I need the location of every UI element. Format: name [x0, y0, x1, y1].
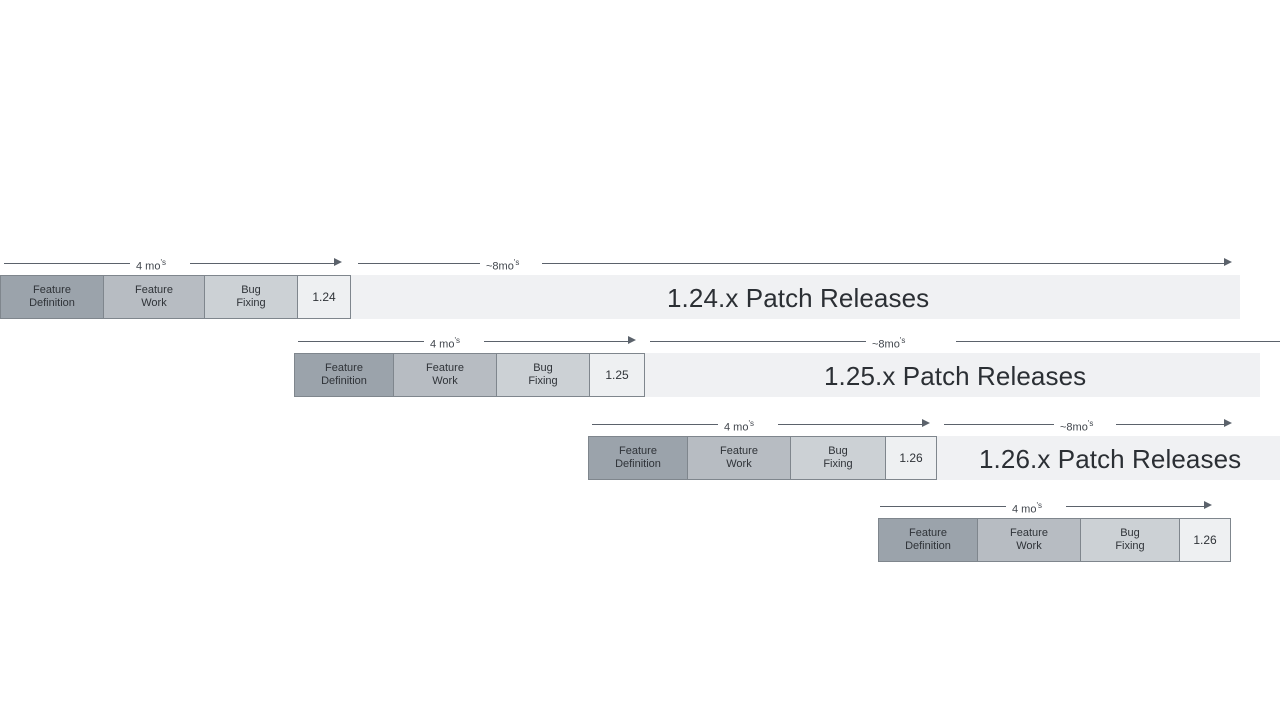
duration-label-patch-126: ~8mo's — [1060, 419, 1094, 434]
phase-version-box-124[interactable]: 1.24 — [297, 275, 351, 319]
patch-release-label-125: 1.25.x Patch Releases — [824, 361, 1087, 391]
patch-release-label-126: 1.26.x Patch Releases — [979, 444, 1242, 474]
phase-strip-125: Feature Definition Feature Work Bug Fixi… — [294, 353, 645, 397]
arrow-head-icon — [628, 336, 636, 344]
arrow-head-icon — [1224, 419, 1232, 427]
measure-line-left — [650, 341, 866, 342]
duration-label-dev-127: 4 mo's — [1012, 501, 1042, 516]
phase-feature-work-124[interactable]: Feature Work — [103, 275, 205, 319]
phase-strip-124: Feature Definition Feature Work Bug Fixi… — [0, 275, 351, 319]
duration-label-patch-125: ~8mo's — [872, 336, 906, 351]
duration-label-dev-124: 4 mo's — [136, 258, 166, 273]
measure-line-left — [358, 263, 480, 264]
measure-line-right — [484, 341, 630, 342]
phase-version-box-127[interactable]: 1.26 — [1179, 518, 1231, 562]
phase-feature-work-127[interactable]: Feature Work — [977, 518, 1081, 562]
phase-version-box-126[interactable]: 1.26 — [885, 436, 937, 480]
measure-line-left — [880, 506, 1006, 507]
duration-arrow-patch-126: ~8mo's — [944, 416, 1236, 434]
duration-arrow-dev-126: 4 mo's — [592, 416, 932, 434]
duration-arrow-dev-124: 4 mo's — [4, 255, 344, 273]
phase-strip-126: Feature Definition Feature Work Bug Fixi… — [588, 436, 937, 480]
phase-bug-fixing-126[interactable]: Bug Fixing — [790, 436, 886, 480]
arrow-head-icon — [1224, 258, 1232, 266]
duration-arrow-patch-124: ~8mo's — [358, 255, 1236, 273]
phase-strip-127: Feature Definition Feature Work Bug Fixi… — [878, 518, 1231, 562]
measure-line-right — [542, 263, 1228, 264]
phase-feature-definition-125[interactable]: Feature Definition — [294, 353, 394, 397]
phase-bug-fixing-127[interactable]: Bug Fixing — [1080, 518, 1180, 562]
phase-feature-work-126[interactable]: Feature Work — [687, 436, 791, 480]
arrow-head-icon — [1204, 501, 1212, 509]
measure-line-right — [190, 263, 336, 264]
measure-line-right — [1066, 506, 1206, 507]
measure-line-left — [944, 424, 1054, 425]
patch-release-label-124: 1.24.x Patch Releases — [667, 283, 930, 313]
duration-arrow-dev-125: 4 mo's — [298, 333, 638, 351]
duration-label-dev-126: 4 mo's — [724, 419, 754, 434]
phase-bug-fixing-124[interactable]: Bug Fixing — [204, 275, 298, 319]
duration-arrow-dev-127: 4 mo's — [880, 498, 1220, 516]
phase-feature-definition-124[interactable]: Feature Definition — [0, 275, 104, 319]
measure-line-left — [592, 424, 718, 425]
phase-feature-work-125[interactable]: Feature Work — [393, 353, 497, 397]
measure-line-right — [1116, 424, 1226, 425]
measure-line-right — [778, 424, 924, 425]
arrow-head-icon — [922, 419, 930, 427]
phase-bug-fixing-125[interactable]: Bug Fixing — [496, 353, 590, 397]
phase-feature-definition-127[interactable]: Feature Definition — [878, 518, 978, 562]
arrow-head-icon — [334, 258, 342, 266]
measure-line-right — [956, 341, 1280, 342]
duration-label-dev-125: 4 mo's — [430, 336, 460, 351]
measure-line-left — [298, 341, 424, 342]
phase-feature-definition-126[interactable]: Feature Definition — [588, 436, 688, 480]
duration-arrow-patch-125: ~8mo's — [650, 333, 1280, 351]
measure-line-left — [4, 263, 130, 264]
duration-label-patch-124: ~8mo's — [486, 258, 520, 273]
phase-version-box-125[interactable]: 1.25 — [589, 353, 645, 397]
